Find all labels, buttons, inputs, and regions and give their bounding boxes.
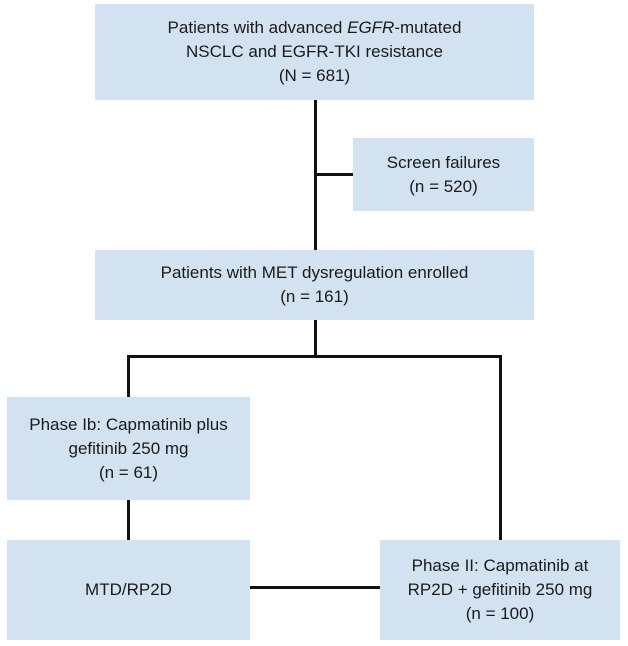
patients-total-count: (N = 681) [278,66,351,85]
phase-2-count: (n = 100) [465,604,535,623]
mtd-rp2d-box: MTD/RP2D [7,540,250,640]
phase-1b-line2: gefitinib 250 mg [68,438,189,458]
phase-2-line1: Phase II: Capmatinib at [411,556,589,575]
patients-total-line1: Patients with advanced EGFR-mutated [167,18,462,37]
met-enrolled-label: Patients with MET dysregulation enrolled [160,263,469,282]
connector-mtd-to-phase-2 [250,586,380,589]
patients-total-box: Patients with advanced EGFR-mutated NSCL… [95,4,534,100]
connector-enrolled-down [314,320,317,357]
screen-failures-box: Screen failures (n = 520) [353,138,534,211]
connector-split-horizontal [127,355,502,358]
patients-total-line2: NSCLC and EGFR-TKI resistance [186,42,443,61]
mtd-rp2d-label: MTD/RP2D [85,580,172,599]
phase-2-line2: RP2D + gefitinib 250 mg [407,580,593,599]
screen-failures-count: (n = 520) [409,176,478,196]
connector-to-phase-2 [499,355,502,540]
connector-phase-1b-to-mtd [127,500,130,540]
egfr-italic: EGFR [347,18,395,37]
connector-to-screen-failures [314,173,354,176]
phase-2-box: Phase II: Capmatinib at RP2D + gefitinib… [380,540,620,640]
met-enrolled-count: (n = 161) [280,287,349,306]
phase-1b-count: (n = 61) [98,462,159,482]
met-enrolled-box: Patients with MET dysregulation enrolled… [95,250,534,320]
screen-failures-label: Screen failures [386,152,501,172]
connector-to-phase-1b [127,355,130,397]
phase-1b-line1: Phase Ib: Capmatinib plus [29,414,228,434]
phase-1b-box: Phase Ib: Capmatinib plus gefitinib 250 … [7,397,250,500]
